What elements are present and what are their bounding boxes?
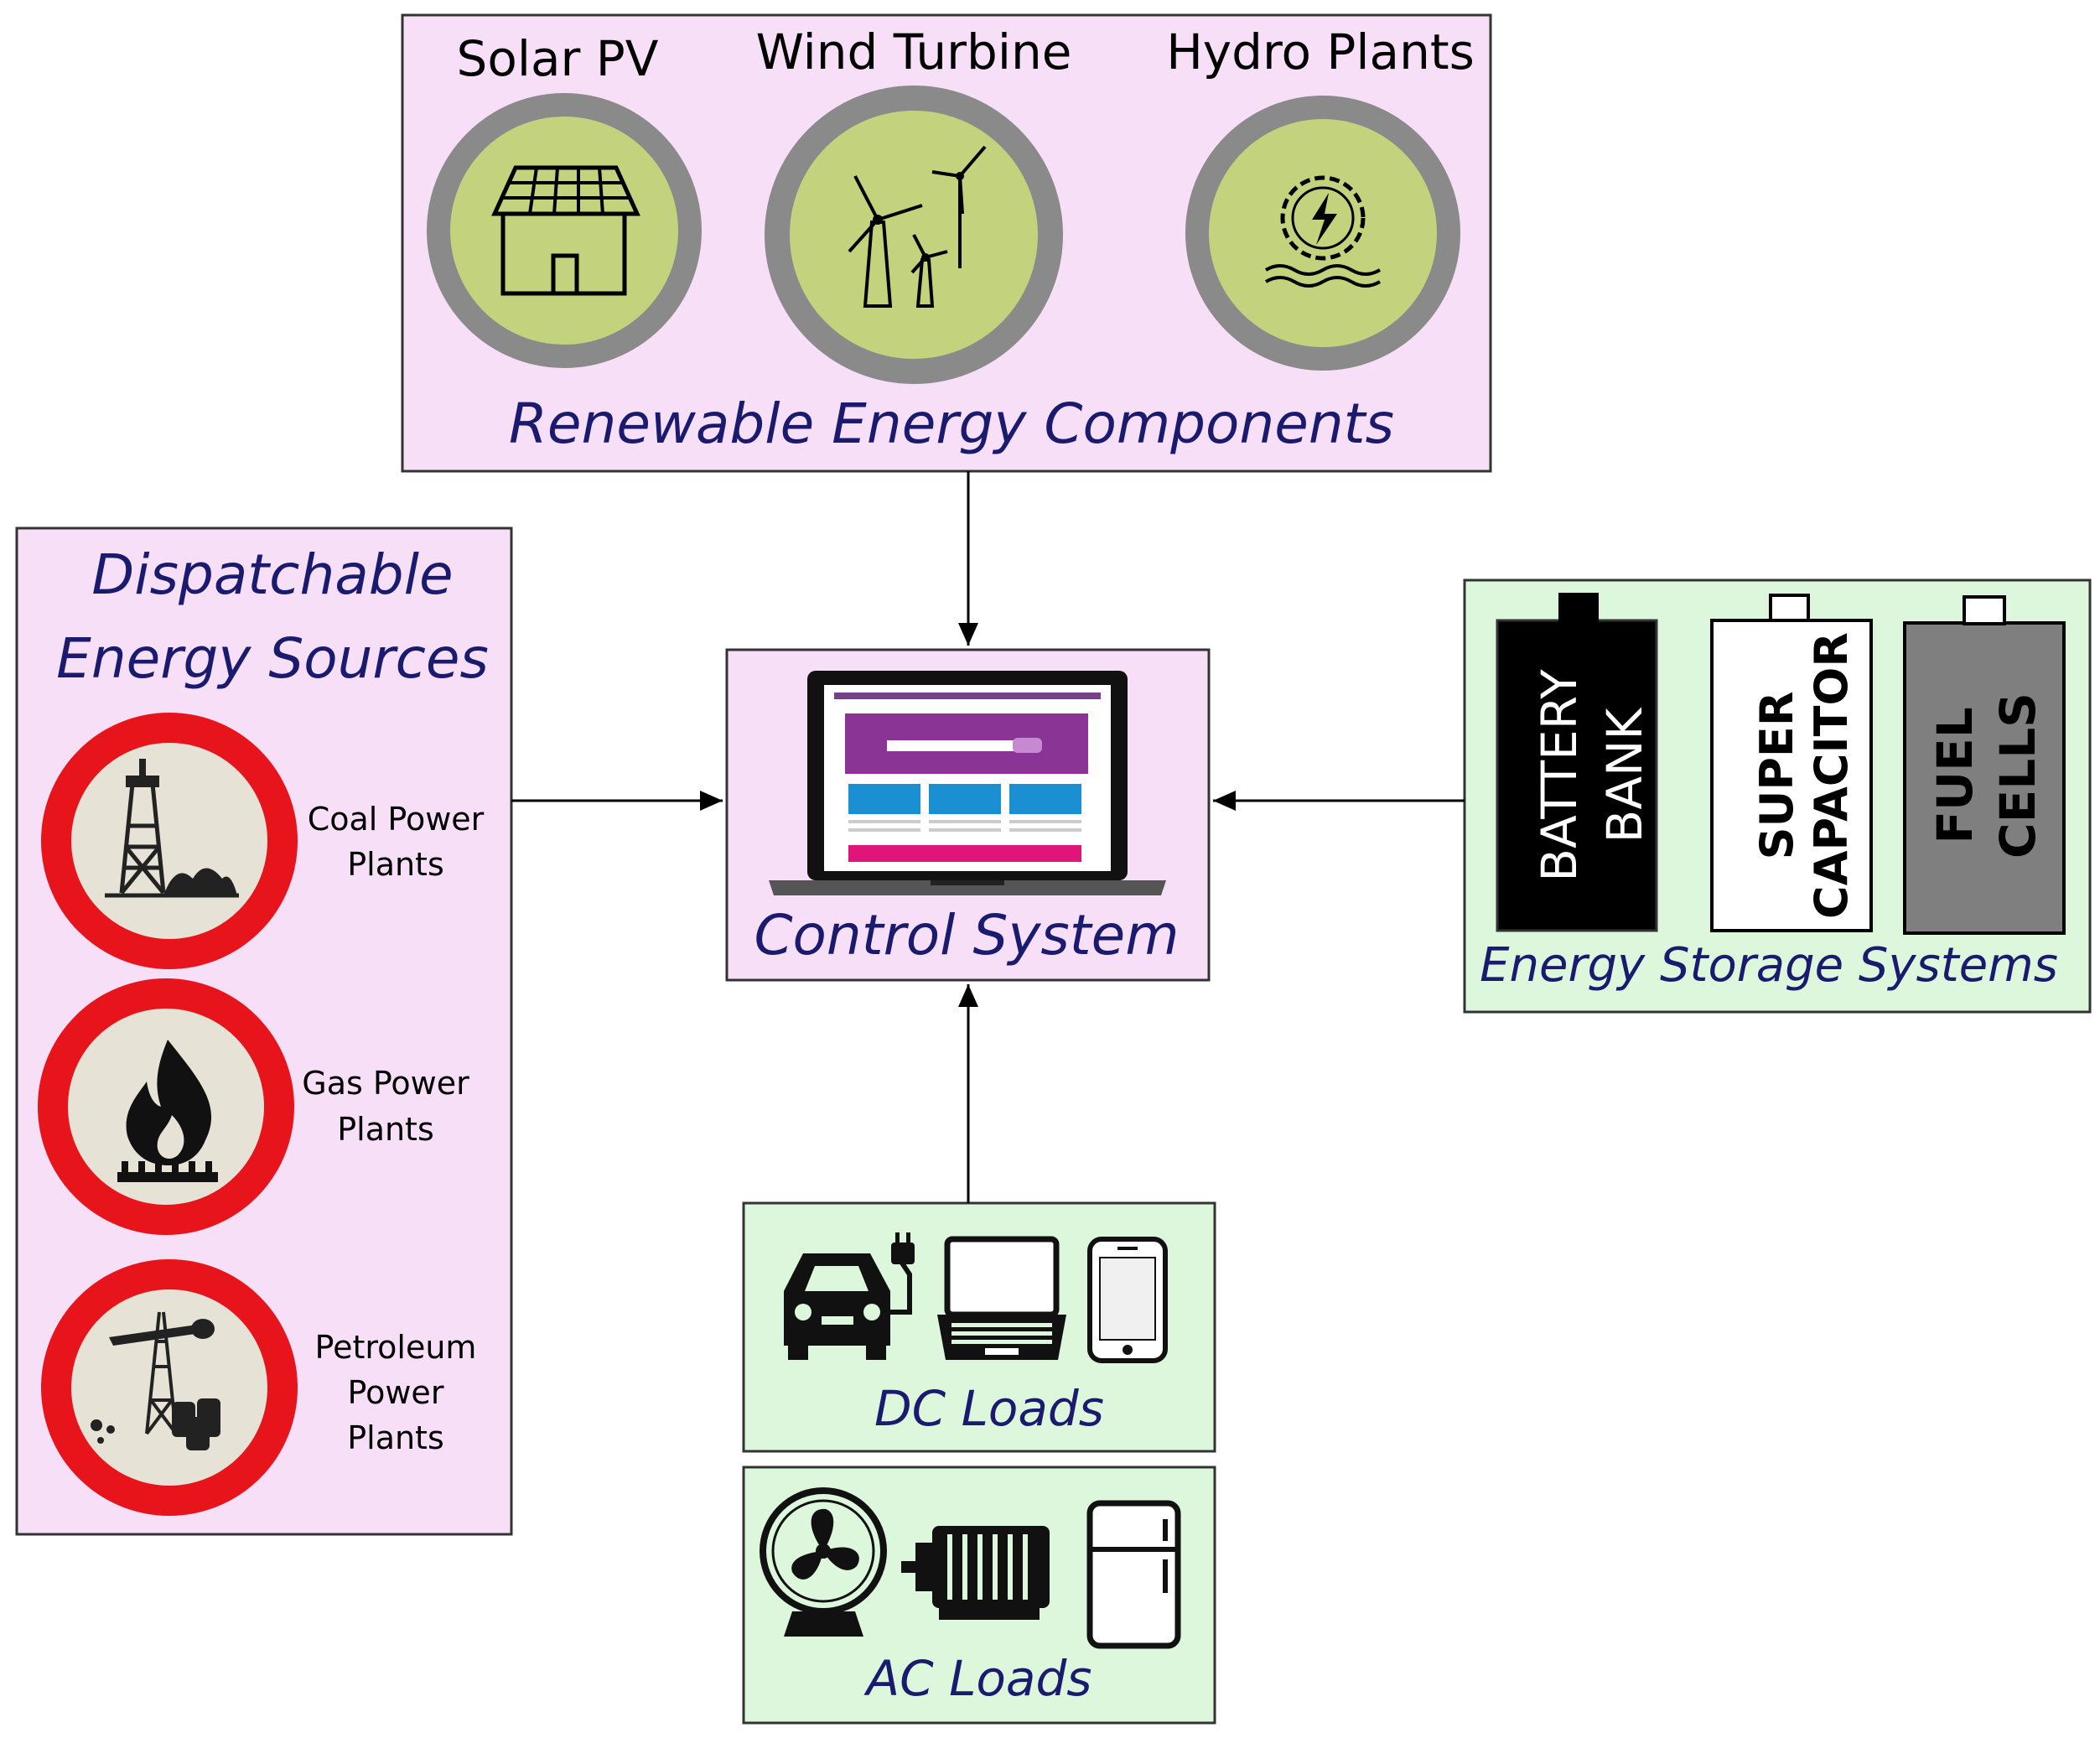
capacitor-label-line1: SUPER — [1750, 692, 1803, 860]
solar-house-icon — [427, 93, 702, 368]
fuel-cell-label-line1: FUEL — [1926, 707, 1983, 843]
laptop-dashboard-icon — [769, 671, 1166, 895]
battery-icon: BATTERY BANK — [1496, 593, 1658, 932]
coal-label-line2: Plants — [347, 846, 444, 883]
dispatchable-title-line1: Dispatchable — [91, 542, 453, 607]
electric-car-icon — [784, 1232, 915, 1360]
ac-loads-box: AC Loads — [742, 1466, 1216, 1725]
gas-label-line1: Gas Power — [302, 1065, 469, 1102]
gas-flame-icon — [38, 978, 294, 1235]
renewable-energy-box: Solar PV Wind Turbine Hydro Plants — [401, 13, 1492, 473]
oil-derrick-icon — [41, 1259, 298, 1516]
ac-loads-title: AC Loads — [863, 1650, 1092, 1707]
dc-loads-title: DC Loads — [874, 1380, 1104, 1437]
coal-label-line1: Coal Power — [308, 801, 485, 838]
gas-label-line2: Plants — [337, 1111, 434, 1148]
capacitor-label-line2: CAPACITOR — [1805, 632, 1858, 919]
petroleum-label-line3: Plants — [347, 1419, 444, 1456]
dc-loads-box: DC Loads — [742, 1201, 1216, 1453]
smartphone-icon — [1087, 1237, 1168, 1363]
solar-pv-label: Solar PV — [457, 30, 659, 87]
capacitor-icon: SUPER CAPACITOR — [1710, 594, 1873, 932]
petroleum-label-line1: Petroleum — [315, 1329, 477, 1366]
wind-turbine-label: Wind Turbine — [756, 23, 1072, 80]
refrigerator-icon — [1086, 1500, 1181, 1649]
storage-box-title: Energy Storage Systems — [1480, 938, 2058, 993]
control-system-title: Control System — [754, 903, 1179, 968]
motor-icon — [901, 1526, 1050, 1620]
renewable-box-title: Renewable Energy Components — [509, 392, 1394, 456]
dispatchable-title-line2: Energy Sources — [56, 626, 489, 691]
control-system-box: Control System — [725, 648, 1211, 982]
laptop-icon — [937, 1236, 1066, 1360]
wind-turbine-icon — [765, 86, 1063, 384]
fan-icon — [760, 1487, 887, 1637]
battery-label-line1: BATTERY — [1531, 669, 1588, 882]
fuel-cell-icon: FUEL CELLS — [1903, 595, 2066, 935]
hydro-turbine-icon — [1185, 96, 1460, 371]
connector-arrows — [511, 471, 1465, 1203]
fuel-cell-label-line2: CELLS — [1989, 693, 2046, 859]
coal-plant-icon — [41, 713, 298, 969]
battery-label-line2: BANK — [1596, 707, 1653, 843]
dispatchable-energy-box: Dispatchable Energy Sources Coal Power P… — [15, 527, 513, 1536]
hydro-plants-label: Hydro Plants — [1166, 23, 1475, 80]
energy-storage-box: BATTERY BANK SUPER CAPACITOR FUEL CELLS … — [1463, 578, 2092, 1014]
petroleum-label-line2: Power — [348, 1374, 444, 1411]
